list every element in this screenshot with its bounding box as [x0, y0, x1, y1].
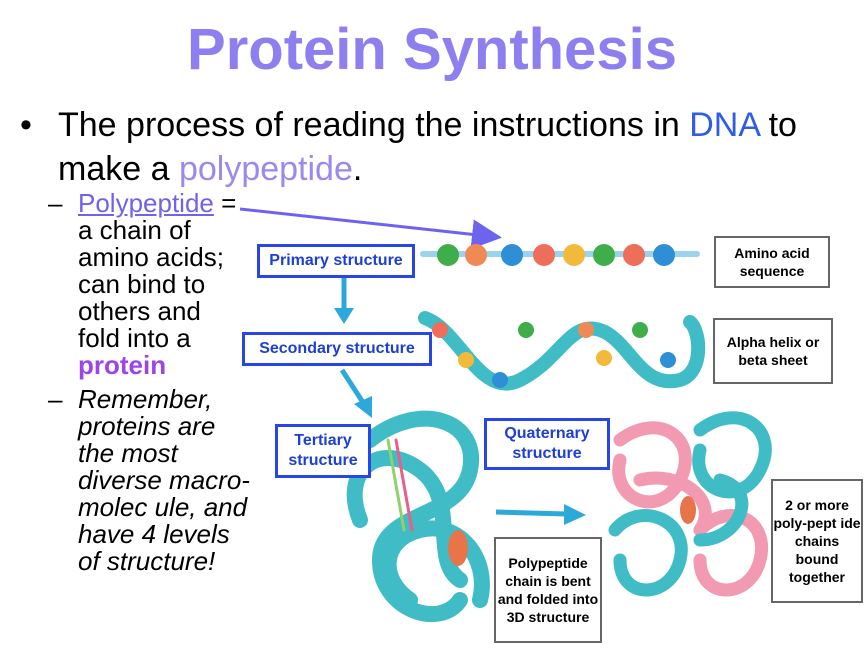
- polypeptide-term: polypeptide: [178, 150, 353, 188]
- alpha-helix-ribbon: [418, 311, 706, 391]
- bullet-marker: •: [20, 106, 32, 144]
- definition-body: = a chain of amino acids; can bind to ot…: [78, 188, 237, 353]
- sub-dash: –: [48, 384, 63, 414]
- protein-term: protein: [78, 350, 167, 380]
- sub-dash: –: [48, 188, 63, 218]
- alpha-helix-note: Alpha helix or beta sheet: [713, 318, 833, 384]
- bullet-prefix: The process of reading the instructions …: [58, 106, 690, 144]
- bullet-text: The process of reading the instructions …: [58, 103, 858, 191]
- quaternary-cluster: [608, 411, 772, 597]
- secondary-structure-label: Secondary structure: [242, 332, 432, 366]
- page-title: Protein Synthesis: [187, 17, 677, 82]
- bullet-suffix: .: [352, 150, 363, 188]
- quaternary-structure-label: Quaternary structure: [484, 418, 610, 470]
- remember-text: Remember, proteins are the most diverse …: [78, 384, 250, 576]
- polypeptide-chain-note: Polypeptide chain is bent and folded int…: [494, 537, 602, 643]
- chains-bound-note: 2 or more poly-pept ide chains bound tog…: [771, 479, 863, 603]
- bullet-middle: to make a: [58, 106, 797, 188]
- definition-text: Polypeptide = a chain of amino acids; ca…: [78, 190, 248, 379]
- amino-acid-sequence-note: Amino acid sequence: [714, 236, 830, 288]
- tertiary-fold: [346, 410, 490, 623]
- amino-acid-chain: [420, 244, 700, 266]
- pointer-arrow: [239, 207, 502, 250]
- dna-term: DNA: [689, 106, 760, 144]
- flow-arrows: [334, 276, 586, 525]
- tertiary-structure-label: Tertiary structure: [275, 424, 371, 478]
- polypeptide-link[interactable]: Polypeptide: [78, 188, 214, 218]
- primary-structure-label: Primary structure: [257, 244, 415, 278]
